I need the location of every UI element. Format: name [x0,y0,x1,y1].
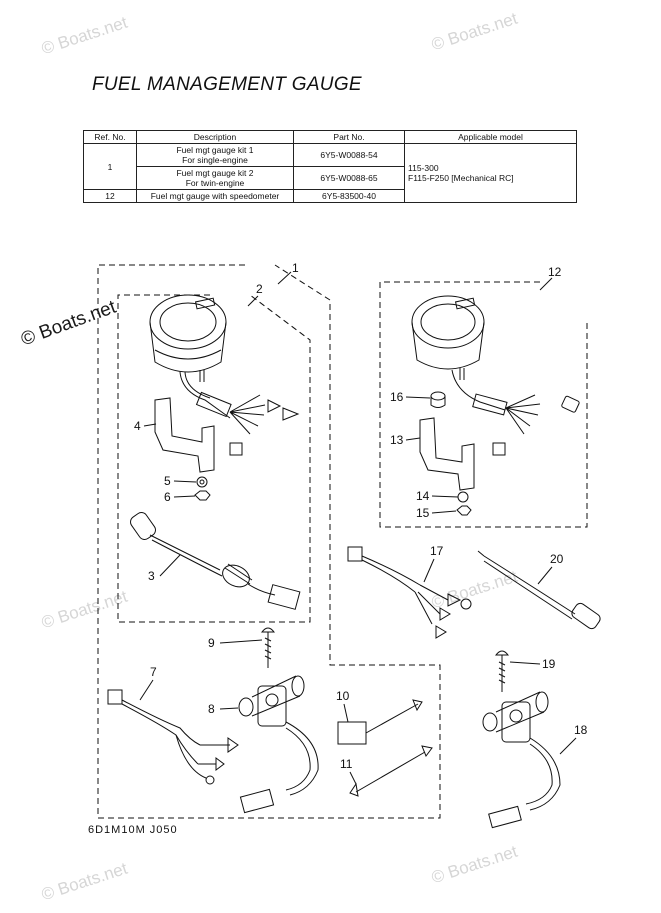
callout-label: 10 [336,689,350,703]
kit-12-boundary [379,281,588,528]
table-row: 1 Fuel mgt gauge kit 1 For single-engine… [83,143,577,203]
flow-sensor [482,691,561,829]
leader-line [559,737,577,755]
model-line: F115-F250 [Mechanical RC] [408,173,514,183]
washer [457,491,469,503]
callout-label: 14 [416,489,430,503]
callout-label: 1 [292,261,299,275]
callout-label: 2 [256,282,263,296]
part-number-cell: 6Y5-W0088-54 [293,143,405,167]
page-title: FUEL MANAGEMENT GAUGE [92,74,362,95]
connector [337,699,423,745]
leader-line [509,661,541,665]
temperature-sensor [477,550,601,630]
callout-label: 7 [150,665,157,679]
callout-label: 17 [430,544,444,558]
cap [430,391,446,401]
callout-label: 4 [134,419,141,433]
callout-label: 16 [390,390,404,404]
callout-label: 9 [208,636,215,650]
description-cell: Fuel mgt gauge kit 1 For single-engine [136,143,294,167]
bracket [154,397,215,473]
screw [260,627,276,668]
leader-line [343,703,349,723]
description-line: For twin-engine [185,178,245,188]
description-cell: Fuel mgt gauge kit 2 For twin-engine [136,166,294,190]
ref-cell: 1 [83,143,137,190]
leader-line [219,639,263,644]
table-row: Fuel mgt gauge kit 2 For twin-engine 6Y5… [84,166,577,190]
callout-label: 12 [548,265,562,279]
bracket [419,417,475,491]
leader-line [159,554,181,577]
leader-line [423,558,435,583]
callout-label: 13 [390,433,404,447]
description-line: For single-engine [182,155,248,165]
wire-harness [107,689,239,785]
callout-label: 15 [416,506,430,520]
leader-line [349,771,357,785]
washer [196,476,208,488]
flow-sensor [238,675,319,814]
leader-line [431,510,457,514]
part-number-cell: 6Y5-83500-40 [293,189,405,203]
screw [494,650,510,692]
table-row: 12 Fuel mgt gauge with speedometer 6Y5-8… [83,189,577,203]
description-line: Fuel mgt gauge kit 2 [176,168,254,178]
callout-label: 8 [208,702,215,716]
callout-label: 19 [542,657,556,671]
callout-label: 18 [574,723,588,737]
nut [456,505,472,516]
callout-label: 3 [148,569,155,583]
parts-table: Ref. No. Description Part No. Applicable… [83,130,577,203]
leader-line [277,271,292,285]
model-cell: 115-300 F115-F250 [Mechanical RC] [404,143,577,203]
leader-line [405,437,421,441]
leader-line [537,566,553,585]
leader-line [431,495,459,498]
kit-2-boundary [117,294,311,623]
kit-1-boundary [97,264,441,819]
leader-line [173,495,196,498]
model-line: 115-300 [408,163,439,173]
sensor-cable [130,512,301,610]
speedometer-gauge [411,295,580,456]
wire-harness [347,546,472,639]
leader-line [405,396,431,399]
probe [349,745,433,797]
leader-line [139,679,154,701]
callout-label: 20 [550,552,564,566]
description-line: Fuel mgt gauge kit 1 [176,145,254,155]
leader-line [143,423,157,427]
cap [430,396,446,408]
washer [199,479,205,485]
callout-label: 11 [340,757,353,771]
leader-line [173,480,197,483]
leader-line [539,277,553,291]
callout-label: 5 [164,474,171,488]
leader-line [247,295,259,307]
fuel-gauge [149,294,300,456]
leader-line [219,707,239,710]
nut [194,490,211,501]
footer-code: 6D1M10M J050 [88,824,178,836]
callout-label: 6 [164,490,171,504]
